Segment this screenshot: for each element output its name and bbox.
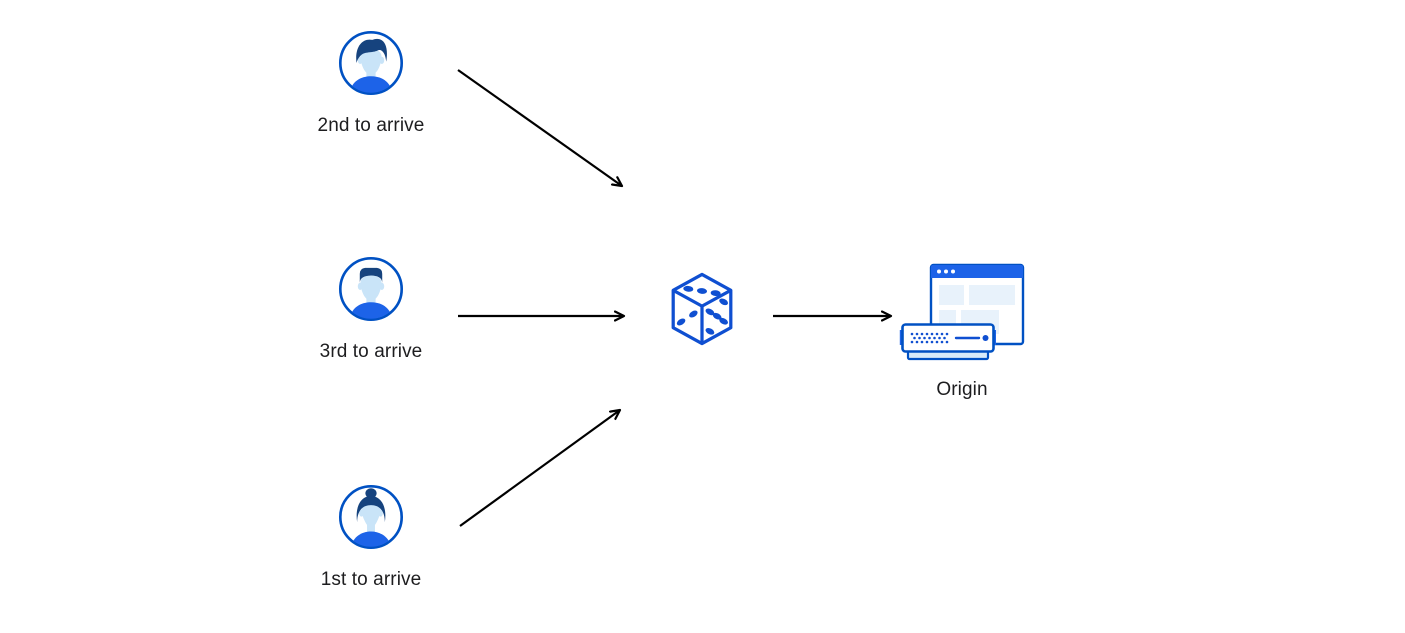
random-selector-node [666, 270, 738, 348]
client-label-1st: 1st to arrive [320, 569, 422, 590]
client-node-3rd [338, 256, 404, 322]
client-node-1st [338, 484, 404, 550]
client-label-2nd: 2nd to arrive [317, 115, 425, 136]
client-label-3rd: 3rd to arrive [319, 341, 423, 362]
female-user-avatar-icon [338, 484, 404, 550]
origin-label: Origin [936, 379, 988, 400]
edge-client2nd-to-dice [457, 69, 622, 186]
origin-server-browser-icon [899, 263, 1025, 361]
origin-node [899, 262, 1025, 362]
edge-client1st-to-dice [459, 410, 620, 527]
male-user-avatar-icon [338, 30, 404, 96]
dice-icon [671, 272, 733, 346]
server-vent-dots [910, 332, 949, 344]
client-node-2nd [338, 30, 404, 96]
server-icon [899, 323, 996, 361]
male-user-avatar-icon [338, 256, 404, 322]
